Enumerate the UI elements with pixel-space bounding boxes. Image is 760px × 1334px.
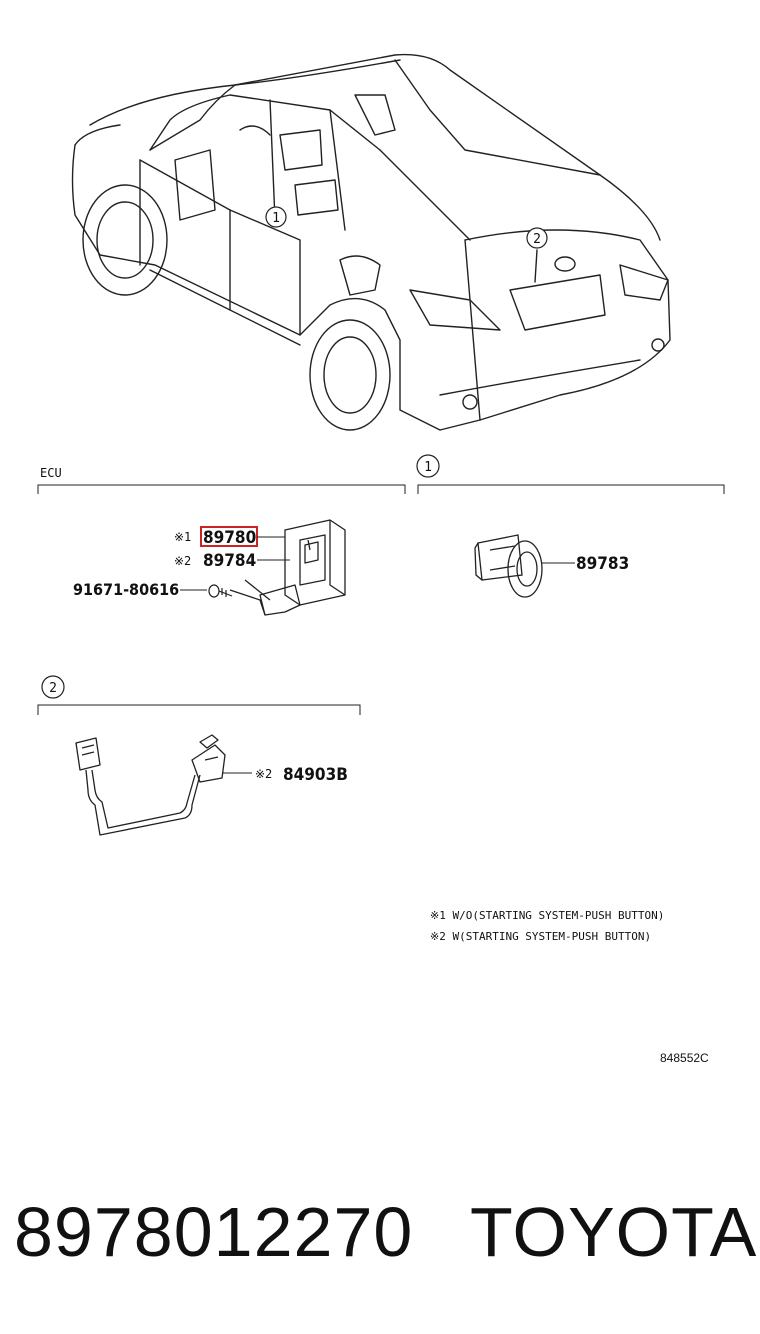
screw-drawing: [208, 584, 233, 598]
part-number: 8978012270: [14, 1193, 414, 1271]
part-89784-label: 89784: [203, 551, 256, 571]
callout-1-car: 1: [265, 206, 287, 228]
harness-84903B-drawing: [75, 734, 226, 836]
svg-text:1: 1: [272, 211, 280, 226]
part-84903B-label: 84903B: [283, 765, 348, 785]
part-89783-label: 89783: [576, 554, 629, 574]
sensor-89783-drawing: [474, 534, 543, 598]
svg-text:2: 2: [533, 232, 541, 247]
section-1-bracket: [417, 484, 725, 494]
section-1-callout: 1: [416, 454, 440, 478]
screw-part-label: 91671-80616: [73, 580, 179, 599]
figure-code: 848552C: [660, 1051, 709, 1065]
brand-name: TOYOTA: [470, 1193, 758, 1271]
note1-mark: ※1: [174, 530, 191, 544]
part-89780-label: 89780: [203, 528, 256, 548]
svg-text:2: 2: [49, 681, 57, 696]
ecu-section-title: ECU: [40, 466, 62, 480]
section-2-callout: 2: [41, 675, 65, 699]
note2-mark: ※2: [174, 554, 191, 568]
ecu-drawing: [229, 519, 346, 616]
note-1: ※1 W/O(STARTING SYSTEM-PUSH BUTTON): [430, 909, 664, 922]
car-illustration: [71, 53, 671, 431]
note-2: ※2 W(STARTING SYSTEM-PUSH BUTTON): [430, 930, 651, 943]
section-2-bracket: [37, 704, 361, 715]
svg-text:1: 1: [424, 460, 432, 475]
ecu-section-bracket: [37, 484, 406, 494]
section2-note-mark: ※2: [255, 767, 272, 781]
callout-2-car: 2: [526, 227, 548, 249]
